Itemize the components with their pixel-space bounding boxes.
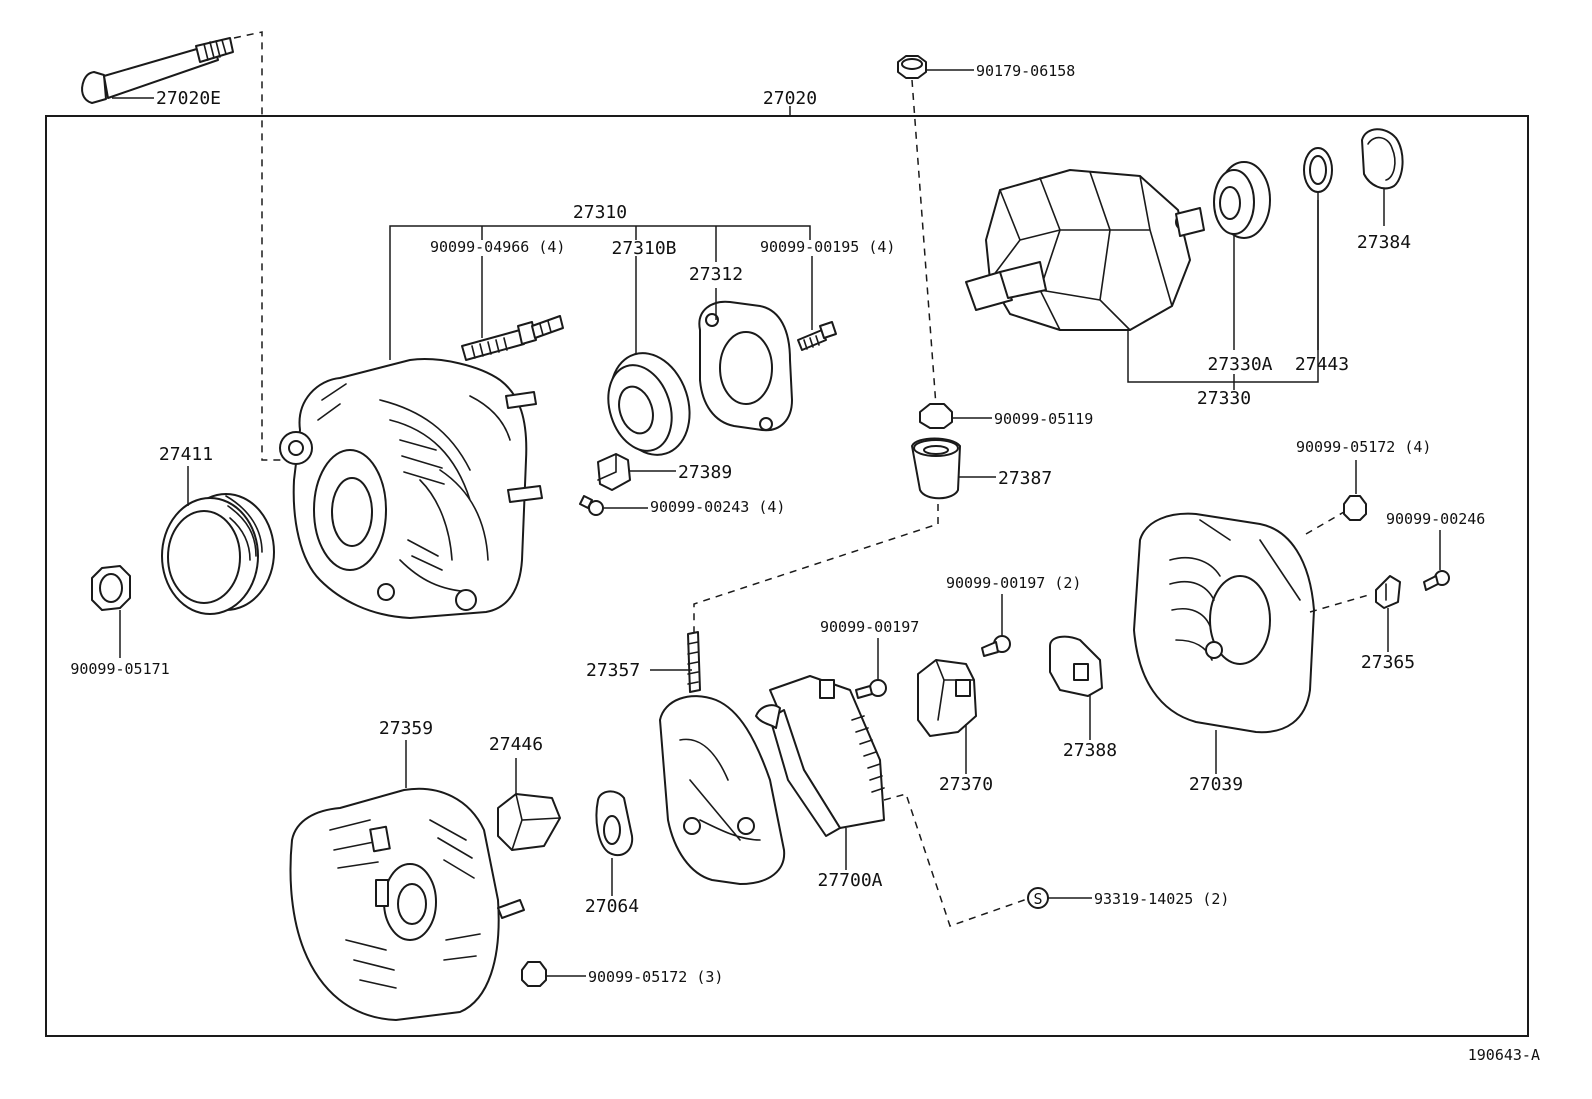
stud-bolt-90099-04966 <box>461 315 564 361</box>
rotor-27330 <box>965 169 1205 331</box>
rear-cover-27359 <box>289 787 525 1021</box>
label-93319-14025: 93319-14025 (2) <box>1094 890 1229 908</box>
bush-27387 <box>911 437 961 500</box>
label-27359: 27359 <box>379 718 433 739</box>
terminal-27365 <box>1375 575 1401 609</box>
bearing-27310B <box>607 352 691 456</box>
label-27411: 27411 <box>159 444 213 465</box>
label-27446: 27446 <box>489 734 543 755</box>
label-90099-00246: 90099-00246 <box>1386 510 1485 528</box>
label-90099-05119: 90099-05119 <box>994 410 1093 428</box>
label-90099-00197-2: 90099-00197 (2) <box>946 574 1081 592</box>
label-27064: 27064 <box>585 896 639 917</box>
front-housing-27310 <box>279 358 543 619</box>
brush-holder-27357 <box>659 631 786 885</box>
label-90099-00195: 90099-00195 (4) <box>760 238 895 256</box>
screw-90099-00197-2 <box>981 635 1011 657</box>
screw-90099-00246 <box>1423 570 1450 591</box>
figure-id: 190643-A <box>1468 1046 1540 1064</box>
label-27389: 27389 <box>678 462 732 483</box>
label-27443: 27443 <box>1295 354 1349 375</box>
label-27020E: 27020E <box>156 88 221 109</box>
insulator-27389 <box>597 453 631 491</box>
nut-90099-05172-3 <box>521 961 547 987</box>
screw-90099-00243 <box>579 495 604 516</box>
ring-27443 <box>1303 147 1333 193</box>
assembly-frame <box>45 115 1529 1037</box>
cover-27384 <box>1361 128 1404 190</box>
label-27370: 27370 <box>939 774 993 795</box>
nut-90099-05172-4 <box>1343 495 1367 521</box>
label-27700A: 27700A <box>817 870 882 891</box>
insulator-27446 <box>497 793 561 851</box>
regulator-27700A <box>755 675 885 837</box>
label-90099-00243: 90099-00243 (4) <box>650 498 785 516</box>
retainer-plate-27312 <box>698 300 793 432</box>
label-27384: 27384 <box>1357 232 1411 253</box>
label-27388: 27388 <box>1063 740 1117 761</box>
bearing-27330A <box>1213 161 1271 239</box>
label-90099-05172-4: 90099-05172 (4) <box>1296 438 1431 456</box>
s-symbol-93319-14025: S <box>1027 887 1049 909</box>
label-27310: 27310 <box>573 202 627 223</box>
long-bolt-27020E <box>81 37 234 104</box>
label-27039: 27039 <box>1189 774 1243 795</box>
label-27330: 27330 <box>1197 388 1251 409</box>
label-90099-00197: 90099-00197 <box>820 618 919 636</box>
label-27365: 27365 <box>1361 652 1415 673</box>
label-27020: 27020 <box>763 88 817 109</box>
insulator-27370 <box>917 659 977 737</box>
gasket-27064 <box>595 790 634 857</box>
label-90099-05172-3: 90099-05172 (3) <box>588 968 723 986</box>
label-90099-04966: 90099-04966 (4) <box>430 238 565 256</box>
washer-90099-05119 <box>919 403 953 429</box>
label-90179-06158: 90179-06158 <box>976 62 1075 80</box>
label-27387: 27387 <box>998 468 1052 489</box>
label-27357: 27357 <box>586 660 640 681</box>
cover-27388 <box>1049 635 1103 697</box>
nut-90179-06158 <box>897 55 927 79</box>
label-27330A: 27330A <box>1207 354 1272 375</box>
s-symbol-label: S <box>1033 890 1042 908</box>
pulley-27411 <box>161 493 275 615</box>
label-27312: 27312 <box>689 264 743 285</box>
label-90099-05171: 90099-05171 <box>70 660 169 678</box>
rear-housing-27039 <box>1133 512 1315 734</box>
screw-90099-00195 <box>797 321 837 351</box>
screw-90099-00197 <box>855 679 887 699</box>
nut-90099-05171 <box>91 565 131 611</box>
label-27310B: 27310B <box>611 238 676 259</box>
